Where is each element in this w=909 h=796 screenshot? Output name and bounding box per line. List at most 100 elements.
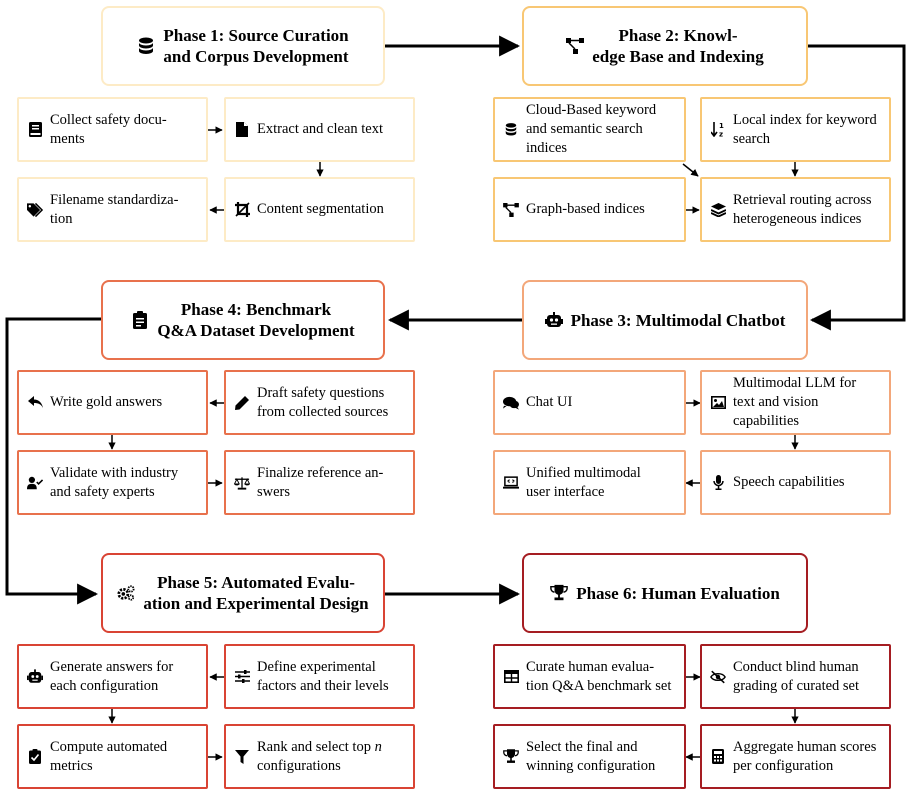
task-multimodal-llm: Multimodal LLM for text and vision capabi…	[700, 370, 891, 435]
reply-icon	[27, 395, 43, 411]
svg-text:1: 1	[719, 122, 724, 130]
task-retrieval-routing: Retrieval routing across heterogeneous in…	[700, 177, 891, 242]
task-line2: tion	[50, 210, 73, 227]
task-line1: Generate answers for	[50, 658, 174, 675]
task-chat-ui: Chat UI	[493, 370, 686, 435]
task-line2: per configuration	[733, 757, 834, 774]
phase-4-title-line1: Phase 4: Benchmark	[180, 300, 332, 319]
phase-6-title-line1: Phase 6: Human Evaluation	[576, 583, 780, 603]
task-line1: Validate with industry	[50, 464, 179, 481]
trophy-icon	[550, 584, 569, 602]
arrow-p2-p3	[808, 44, 906, 331]
phase-3-title-line1: Phase 3: Multimodal Chatbot	[570, 310, 786, 330]
task-line2: tion Q&A benchmark set	[526, 677, 672, 694]
phase-1-title-line2: and Corpus Development	[163, 47, 349, 66]
task-draft-questions: Draft safety questions from collected sou…	[224, 370, 415, 435]
phase-5-title-line2: ation and Experimental Design	[143, 594, 369, 613]
graph-nodes-icon	[566, 37, 585, 55]
phase-5-title-line1: Phase 5: Automated Evalu-	[157, 573, 355, 592]
task-line2: ments	[50, 130, 85, 147]
phase-2-title-line2: edge Base and Indexing	[592, 47, 764, 66]
phase-4-title-line2: Q&A Dataset Development	[157, 321, 355, 340]
task-line1: Finalize reference an-	[257, 464, 384, 481]
task-filename-standardization: Filename standardiza-tion	[17, 177, 208, 242]
task-line2: configurations	[257, 757, 341, 774]
task-line1: Curate human evalua-	[526, 658, 655, 675]
task-finalize-answers: Finalize reference an-swers	[224, 450, 415, 515]
filter-icon	[234, 749, 250, 765]
task-line1: Conduct blind human	[733, 658, 859, 675]
image-icon	[710, 395, 726, 411]
microphone-icon	[710, 475, 726, 491]
task-line2: from collected sources	[257, 403, 389, 420]
phase-3-box: Phase 3: Multimodal Chatbot	[522, 280, 808, 360]
clipboard-check-icon	[27, 749, 43, 765]
variable-n: n	[374, 738, 382, 755]
task-line2: heterogeneous indices	[733, 210, 862, 227]
task-generate-answers: Generate answers for each configuration	[17, 644, 208, 709]
task-line2: grading of curated set	[733, 677, 860, 694]
task-speech: Speech capabilities	[700, 450, 891, 515]
task-line2: swers	[257, 483, 291, 500]
task-line1: Filename standardiza-	[50, 191, 179, 208]
task-line1: Multimodal LLM for	[733, 375, 857, 391]
task-line1: Local index for keyword	[733, 111, 877, 128]
task-rank-select: Rank and select top n configurations	[224, 724, 415, 789]
user-check-icon	[27, 475, 43, 491]
database-icon	[137, 37, 155, 55]
clipboard-icon	[131, 311, 149, 329]
phase-6-box: Phase 6: Human Evaluation	[522, 553, 808, 633]
task-line1: Content segmentation	[257, 201, 384, 217]
task-line2: metrics	[50, 757, 93, 774]
task-line1: Extract and clean text	[257, 121, 384, 137]
task-line1: Define experimental	[257, 658, 376, 675]
task-line2: text and vision capabilities	[733, 394, 819, 429]
scale-icon	[234, 475, 250, 491]
pen-icon	[234, 395, 250, 411]
task-content-segmentation: Content segmentation	[224, 177, 415, 242]
phase-5-box: Phase 5: Automated Evalu-ation and Exper…	[101, 553, 385, 633]
task-line1: Rank and select top n	[257, 738, 382, 755]
task-line1: Compute automated	[50, 738, 168, 755]
graph-nodes-icon	[503, 202, 519, 218]
task-line1: Write gold answers	[50, 394, 163, 410]
crop-icon	[234, 202, 250, 218]
task-collect-documents: Collect safety docu-ments	[17, 97, 208, 162]
task-line2: search	[733, 130, 771, 147]
comments-icon	[503, 395, 519, 411]
task-line2: user interface	[526, 483, 605, 500]
task-line1: Chat UI	[526, 394, 573, 410]
sliders-icon	[234, 669, 250, 685]
eye-slash-icon	[710, 669, 726, 685]
arrow-p4-p5	[5, 317, 101, 605]
task-line1: Collect safety docu-	[50, 111, 167, 128]
task-line2: each configuration	[50, 677, 159, 694]
task-line1: Select the final and	[526, 738, 638, 755]
task-curate-benchmark: Curate human evalua-tion Q&A benchmark s…	[493, 644, 686, 709]
task-line1: Retrieval routing across	[733, 191, 872, 208]
table-icon	[503, 669, 519, 685]
task-graph-indices: Graph-based indices	[493, 177, 686, 242]
laptop-icon	[503, 475, 519, 491]
task-line1: Cloud-Based keyword	[526, 102, 657, 118]
file-icon	[234, 122, 250, 138]
phase-1-title-line1: Phase 1: Source Curation	[163, 26, 349, 45]
task-extract-text: Extract and clean text	[224, 97, 415, 162]
task-line2: factors and their levels	[257, 677, 389, 694]
gears-icon	[117, 584, 135, 602]
task-unified-interface: Unified multimodal user interface	[493, 450, 686, 515]
svg-text:z: z	[719, 131, 723, 138]
task-line1: Draft safety questions	[257, 384, 385, 401]
phase-1-box: Phase 1: Source Curation and Corpus Devel…	[101, 6, 385, 86]
task-line1: Unified multimodal	[526, 464, 641, 481]
task-line1: Graph-based indices	[526, 201, 645, 217]
database-icon	[503, 122, 519, 138]
robot-icon	[27, 669, 43, 685]
